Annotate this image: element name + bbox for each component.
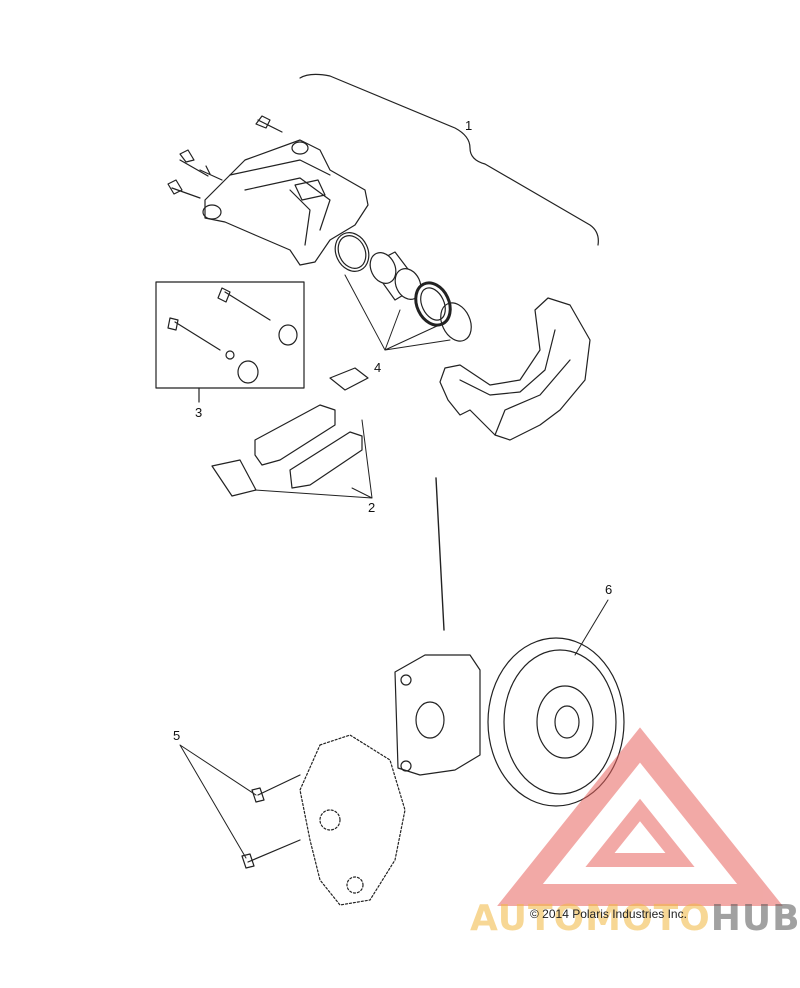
brake-pads xyxy=(211,367,369,497)
callout-6: 6 xyxy=(605,582,613,597)
automotohub-watermark: AUTOMOTOHUB xyxy=(470,898,800,948)
caliper-housing xyxy=(202,139,369,266)
watermark-part-hub: HUB xyxy=(710,898,800,939)
callout-6-leader xyxy=(574,599,609,656)
callout-5: 5 xyxy=(173,728,181,743)
callout-2: 2 xyxy=(368,500,376,515)
callout-2-leaders xyxy=(254,419,373,499)
caliper-bracket xyxy=(439,297,591,441)
piston-and-seals xyxy=(334,232,472,351)
pin-kit-box xyxy=(155,281,305,389)
assembled-caliper xyxy=(394,654,481,776)
watermark-part-auto: AUTO xyxy=(470,898,586,939)
assembly-bracket-line xyxy=(299,73,599,246)
steering-knuckle xyxy=(299,734,406,906)
caliper-bolts xyxy=(167,115,283,199)
assembly-leader xyxy=(435,477,445,631)
callout-3: 3 xyxy=(195,405,203,420)
copyright-notice: © 2014 Polaris Industries Inc. xyxy=(530,907,687,921)
guide-pins xyxy=(167,287,298,384)
mounting-bolts xyxy=(241,774,301,869)
callout-1: 1 xyxy=(465,118,473,133)
callout-5-leaders xyxy=(179,744,257,859)
watermark-part-moto: MOTO xyxy=(585,898,711,939)
callout-4: 4 xyxy=(374,360,382,375)
watermark-triangle xyxy=(497,727,783,906)
brake-rotor xyxy=(487,637,625,807)
